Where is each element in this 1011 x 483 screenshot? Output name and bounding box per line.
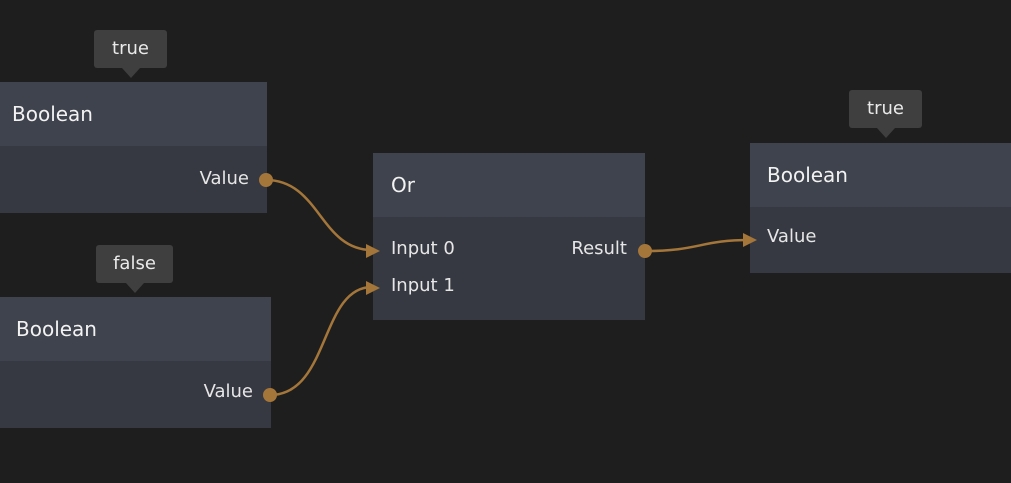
node-title: Boolean [767, 163, 848, 187]
boolean-node-top[interactable]: Boolean Value [0, 82, 267, 213]
input-port-arrow-value[interactable] [743, 233, 757, 247]
value-tooltip-true-top: true [94, 30, 167, 78]
node-title: Boolean [16, 317, 97, 341]
wire-bool-top-to-or-input0[interactable] [265, 178, 373, 252]
output-port-label-value: Value [203, 381, 253, 402]
output-port-value-top[interactable] [259, 173, 273, 187]
node-header[interactable]: Boolean [750, 143, 1011, 207]
tooltip-text: true [867, 98, 904, 119]
node-body: Input 0 Input 1 Result [373, 217, 645, 320]
node-header[interactable]: Boolean [0, 297, 271, 361]
value-tooltip-true-right: true [849, 90, 922, 138]
wire-or-result-to-bool-right[interactable] [644, 238, 751, 253]
wire-bool-bottom-to-or-input1[interactable] [269, 285, 373, 397]
tooltip-text: true [112, 38, 149, 59]
tooltip-text: false [113, 253, 156, 274]
boolean-node-bottom[interactable]: Boolean Value [0, 297, 271, 428]
node-body: Value [750, 207, 1011, 273]
or-node[interactable]: Or Input 0 Input 1 Result [373, 153, 645, 320]
node-title: Boolean [12, 102, 93, 126]
node-header[interactable]: Boolean [0, 82, 267, 146]
output-port-result[interactable] [638, 244, 652, 258]
value-tooltip-false: false [96, 245, 173, 293]
node-body: Value [0, 146, 267, 213]
node-body: Value [0, 361, 271, 428]
output-port-label-value: Value [199, 168, 249, 189]
input-port-arrow-1[interactable] [366, 281, 380, 295]
node-header[interactable]: Or [373, 153, 645, 217]
output-port-value-bottom[interactable] [263, 388, 277, 402]
output-port-label-result: Result [571, 238, 627, 259]
input-port-arrow-0[interactable] [366, 244, 380, 258]
input-port-label-value: Value [767, 226, 817, 247]
boolean-node-right[interactable]: Boolean Value [750, 143, 1011, 273]
input-port-label-1: Input 1 [391, 275, 455, 296]
node-title: Or [391, 173, 415, 197]
input-port-label-0: Input 0 [391, 238, 455, 259]
